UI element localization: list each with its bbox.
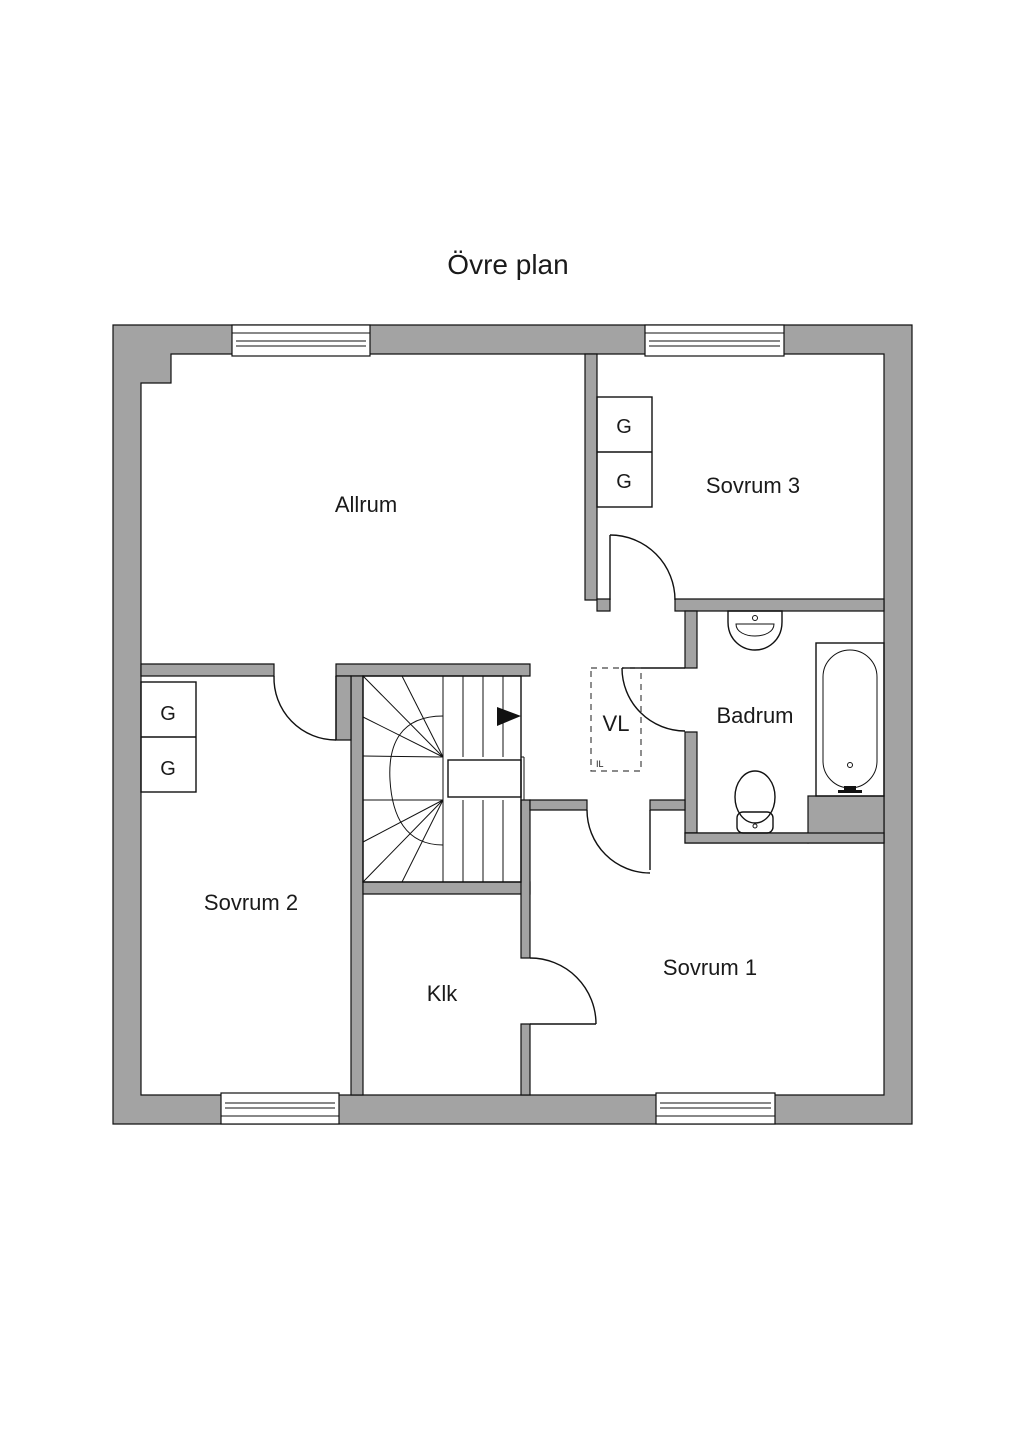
- wall-allrum-sovrum3: [584, 353, 598, 601]
- room-label-klk: Klk: [427, 981, 459, 1006]
- room-label-vl: VL: [603, 711, 630, 736]
- wardrobe-label: G: [616, 471, 632, 493]
- wall-allrum-bottom-left: [140, 663, 275, 677]
- wall-stair-right: [520, 799, 531, 959]
- door-klk: [529, 957, 597, 1025]
- vl-note: IL: [596, 759, 604, 769]
- doors: [273, 534, 686, 1025]
- windows: [220, 324, 785, 1125]
- wall-stair-left: [350, 675, 364, 1096]
- bathroom-fixtures: [727, 610, 885, 834]
- wardrobe-label: G: [160, 703, 176, 725]
- stair-arrow-icon: [497, 707, 521, 726]
- wardrobe-label: G: [160, 758, 176, 780]
- window-sovrum3: [644, 324, 785, 357]
- wardrobe-sovrum3: G G: [596, 396, 653, 508]
- room-label-sovrum2: Sovrum 2: [204, 890, 298, 915]
- sink-icon: [727, 610, 783, 651]
- room-label-sovrum1: Sovrum 1: [663, 955, 757, 980]
- window-sovrum1: [655, 1092, 776, 1125]
- room-label-badrum: Badrum: [716, 703, 793, 728]
- door-sovrum2: [273, 675, 337, 741]
- toilet-icon: [734, 770, 776, 834]
- wall-badrum-left: [684, 610, 698, 669]
- room-labels: Allrum Sovrum 3 Sovrum 2 Sovrum 1 Badrum…: [204, 473, 800, 1006]
- wall-allrum-bottom-right: [335, 663, 531, 677]
- wall-stair-top-left: [335, 675, 352, 741]
- wall-stair-bottom: [362, 881, 531, 895]
- wall-sovrum3-bottom: [596, 598, 611, 612]
- door-badrum: [621, 667, 686, 732]
- window-sovrum2: [220, 1092, 340, 1125]
- window-allrum: [231, 324, 371, 357]
- wall-sovrum1-top: [684, 832, 885, 844]
- wardrobe-label: G: [616, 416, 632, 438]
- room-label-allrum: Allrum: [335, 492, 397, 517]
- wall-klk-right-lower: [520, 1023, 531, 1096]
- wall-hall-bottom-left: [529, 799, 588, 811]
- door-sovrum1: [586, 809, 651, 874]
- room-label-sovrum3: Sovrum 3: [706, 473, 800, 498]
- bathtub-icon: [815, 642, 885, 797]
- wall-badrum-left-lower: [684, 731, 698, 834]
- door-sovrum3: [609, 534, 676, 601]
- wardrobe-sovrum2: G G: [140, 681, 197, 793]
- plan-title: Övre plan: [447, 249, 568, 280]
- wall-sovrum3-bottom-right: [674, 598, 885, 612]
- wardrobes: G G G G: [140, 396, 653, 793]
- staircase: [362, 675, 525, 883]
- wall-hall-bottom-right: [649, 799, 686, 811]
- vl-cabinet: IL: [590, 667, 642, 772]
